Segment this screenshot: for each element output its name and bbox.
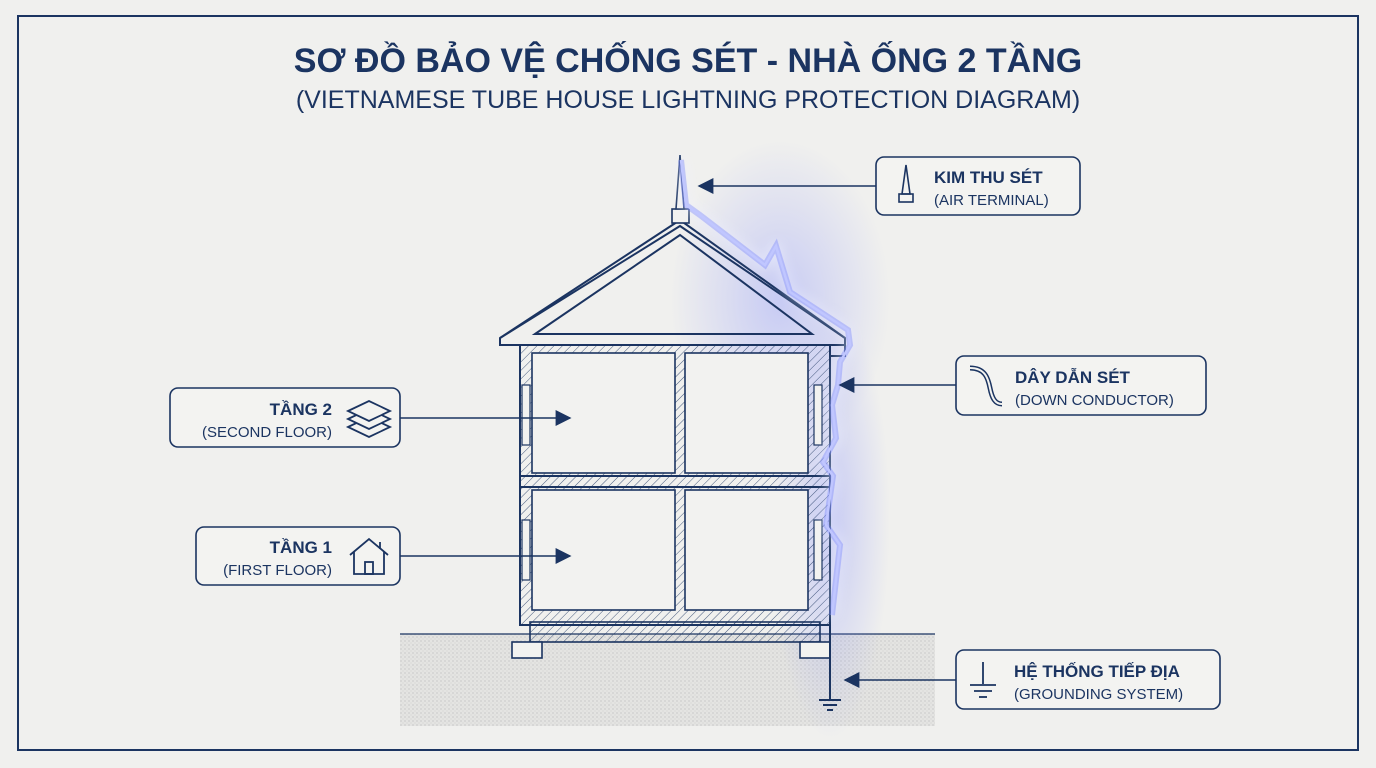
label-grounding: HỆ THỐNG TIẾP ĐỊA (GROUNDING SYSTEM)	[955, 649, 1221, 710]
house-icon	[349, 537, 389, 575]
layers-icon	[345, 400, 393, 438]
label-subtitle: (GROUNDING SYSTEM)	[1014, 686, 1183, 703]
label-second-floor: TẦNG 2 (SECOND FLOOR)	[169, 387, 401, 448]
lightning-rod-icon	[898, 164, 914, 203]
label-title: KIM THU SÉT	[934, 168, 1043, 187]
label-title: HỆ THỐNG TIẾP ĐỊA	[1014, 661, 1180, 681]
page-title: SƠ ĐỒ BẢO VỆ CHỐNG SÉT - NHÀ ỐNG 2 TẦNG	[294, 41, 1082, 80]
label-title: TẦNG 2	[270, 400, 332, 419]
label-title: TẦNG 1	[270, 538, 332, 557]
label-subtitle: (FIRST FLOOR)	[223, 562, 332, 579]
label-first-floor: TẦNG 1 (FIRST FLOOR)	[195, 526, 401, 586]
label-subtitle: (AIR TERMINAL)	[934, 192, 1049, 209]
label-subtitle: (DOWN CONDUCTOR)	[1015, 392, 1174, 409]
label-air-terminal: KIM THU SÉT (AIR TERMINAL)	[875, 156, 1081, 216]
page-subtitle: (VIETNAMESE TUBE HOUSE LIGHTNING PROTECT…	[296, 86, 1080, 114]
ground-icon	[970, 662, 996, 698]
label-title: DÂY DẪN SÉT	[1015, 368, 1131, 387]
house-drawing	[499, 218, 846, 659]
label-down-conductor: DÂY DẪN SÉT (DOWN CONDUCTOR)	[955, 355, 1207, 416]
label-subtitle: (SECOND FLOOR)	[202, 424, 332, 441]
frame-border	[17, 15, 1359, 751]
lightning-bolt	[679, 159, 852, 616]
air-terminal	[671, 154, 690, 224]
down-conductor	[819, 340, 846, 711]
